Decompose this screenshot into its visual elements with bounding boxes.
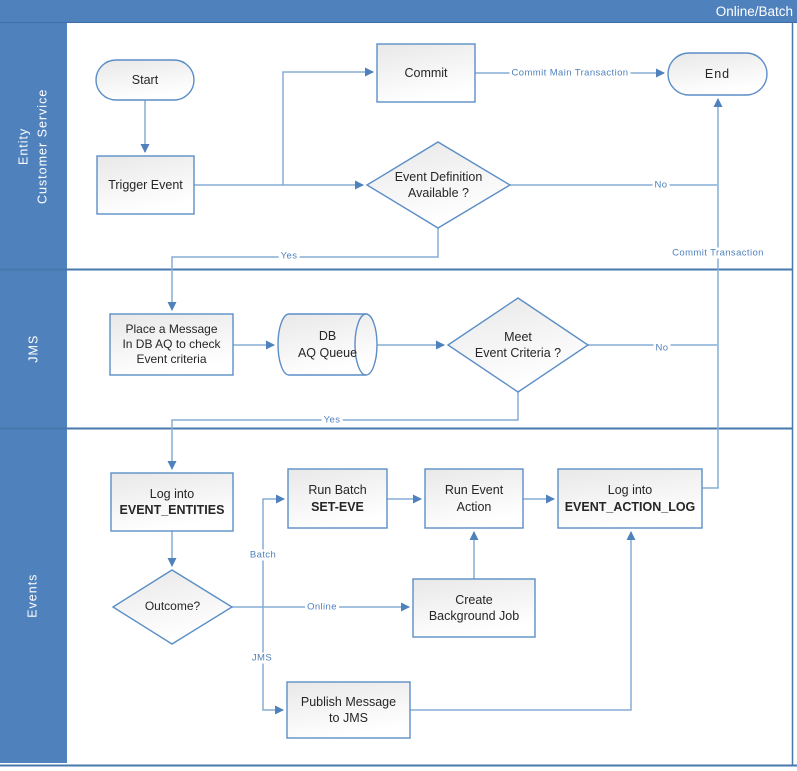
connector-branch-to-commit bbox=[282, 67, 374, 185]
connector-publish-to-actionlog bbox=[410, 531, 636, 711]
create-background-job-node-shape bbox=[412, 578, 536, 638]
commit-node-shape bbox=[376, 43, 476, 103]
connector-actionlog-to-end bbox=[702, 98, 723, 489]
edge-label-commit-main-transaction: Commit Main Transaction bbox=[509, 67, 631, 79]
connector-outcome-batch bbox=[262, 494, 285, 607]
title-bar: Online/Batch bbox=[0, 0, 797, 23]
edge-label-batch: Batch bbox=[247, 549, 279, 561]
edge-label-no-event-definition: No bbox=[652, 179, 670, 191]
outcome-decision-label: Outcome? bbox=[144, 599, 201, 614]
event-definition-decision-label: Event Definition Available ? bbox=[394, 169, 483, 200]
run-batch-node-label: Run Batch SET-EVE bbox=[308, 483, 367, 514]
run-batch-node-shape bbox=[287, 468, 388, 529]
edge-label-online: Online bbox=[305, 601, 339, 613]
meet-criteria-decision-shape bbox=[446, 297, 590, 393]
edge-label-no-meet-criteria: No bbox=[653, 342, 671, 354]
connector-outcome-jms bbox=[262, 607, 284, 715]
log-entities-node-label: Log into EVENT_ENTITIES bbox=[119, 486, 225, 517]
end-node-label: End bbox=[704, 66, 731, 81]
log-action-log-node-shape bbox=[557, 468, 703, 529]
place-message-node-label: Place a Message In DB AQ to check Event … bbox=[122, 322, 221, 366]
trigger-event-node-label: Trigger Event bbox=[108, 177, 183, 192]
run-event-action-node-label: Run Event Action bbox=[444, 483, 504, 514]
outcome-decision-shape bbox=[111, 569, 234, 645]
edge-label-yes-event-definition: Yes bbox=[278, 250, 300, 262]
edge-label-yes-meet-criteria: Yes bbox=[321, 414, 343, 426]
edge-label-jms: JMS bbox=[249, 652, 275, 664]
publish-message-node-shape bbox=[286, 681, 411, 739]
meet-criteria-decision-label: Meet Event Criteria ? bbox=[474, 329, 562, 360]
run-event-action-node-shape bbox=[424, 468, 524, 529]
commit-node-label: Commit bbox=[404, 65, 448, 80]
swimlane-header-column bbox=[0, 23, 67, 763]
edge-label-commit-transaction: Commit Transaction bbox=[670, 247, 766, 259]
connector-meetcriteria-yes bbox=[167, 392, 519, 470]
page-title: Online/Batch bbox=[715, 3, 793, 19]
event-definition-decision-shape bbox=[365, 141, 512, 229]
log-entities-node-shape bbox=[110, 472, 234, 532]
place-message-node-shape bbox=[109, 313, 234, 376]
log-action-log-node-label: Log into EVENT_ACTION_LOG bbox=[564, 483, 696, 514]
start-node-shape bbox=[95, 59, 195, 101]
end-node-shape bbox=[667, 52, 768, 96]
connector-eventdef-yes bbox=[167, 228, 439, 311]
db-aq-queue-cylinder-rim bbox=[354, 313, 367, 376]
db-aq-queue-label: DB AQ Queue bbox=[297, 329, 358, 360]
publish-message-node-label: Publish Message to JMS bbox=[300, 694, 397, 725]
start-node-label: Start bbox=[131, 72, 159, 87]
create-background-job-node-label: Create Background Job bbox=[428, 592, 520, 623]
trigger-event-node-shape bbox=[96, 155, 195, 215]
